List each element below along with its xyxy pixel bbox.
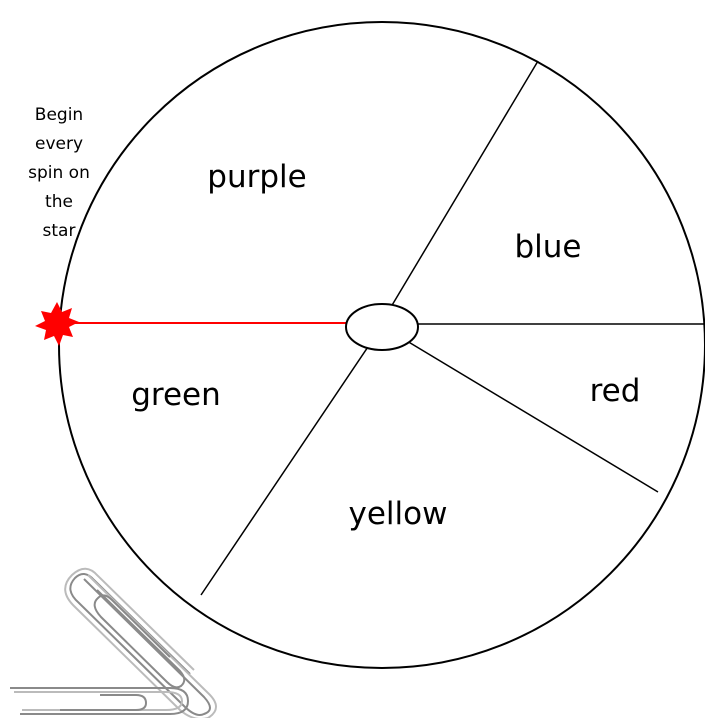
center-hub: [346, 304, 418, 350]
paperclip-icon: [10, 688, 188, 714]
sector-label-green: green: [131, 377, 221, 413]
sector-label-blue: blue: [514, 229, 581, 265]
instruction-line: star: [0, 217, 118, 246]
instruction-line: the: [0, 188, 118, 217]
sector-label-purple: purple: [207, 159, 306, 195]
divider-yellow-green: [201, 326, 382, 595]
instruction-line: every: [0, 130, 118, 159]
divider-red-yellow: [382, 326, 658, 492]
instruction-line: Begin: [0, 101, 118, 130]
instruction-line: spin on: [0, 159, 118, 188]
star-icon: [35, 302, 79, 346]
instruction-text: Begin every spin on the star: [0, 101, 118, 246]
sector-label-red: red: [590, 373, 641, 409]
divider-blue-purple: [382, 61, 538, 322]
sector-label-yellow: yellow: [349, 496, 448, 532]
